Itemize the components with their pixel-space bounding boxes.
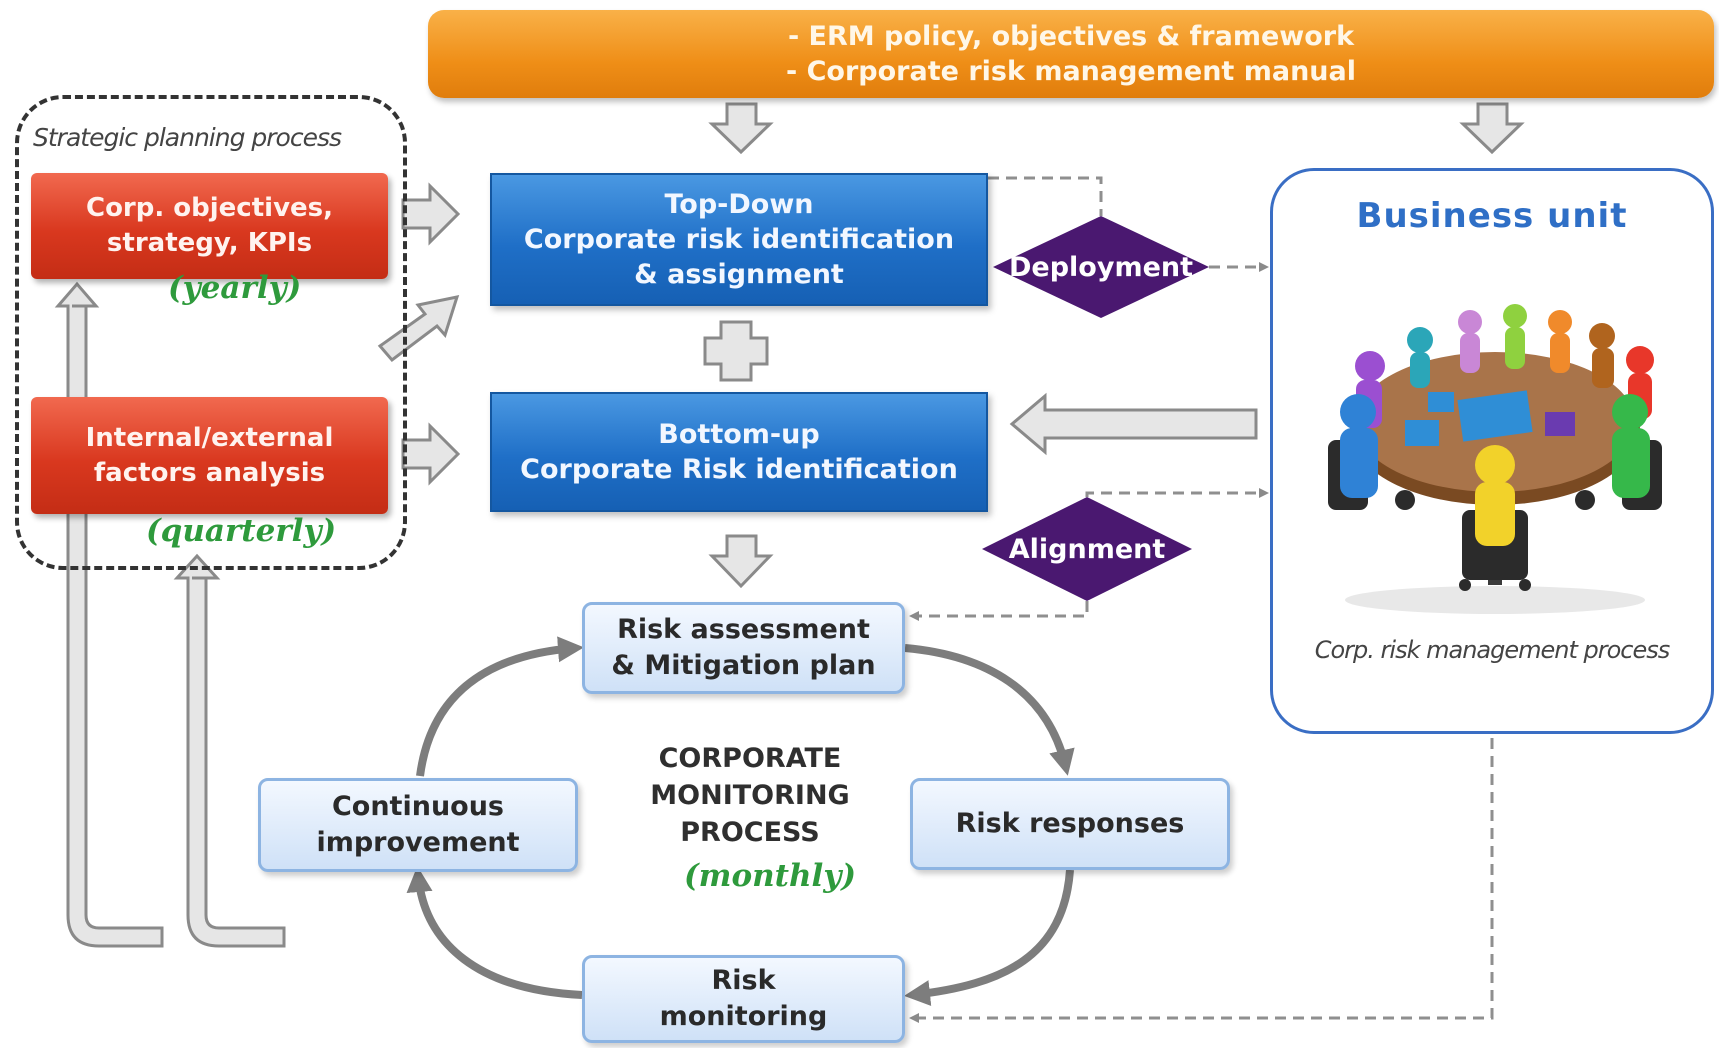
risk-responses-box: Risk responses (910, 778, 1230, 870)
plus-connector (703, 320, 769, 382)
alignment-diamond: Alignment (982, 527, 1192, 571)
business-unit-title: Business unit (1356, 196, 1628, 236)
deployment-diamond-shape (993, 216, 1209, 318)
alignment-to-assessment-dashed (909, 601, 1089, 621)
objectives-to-topdown-arrow (401, 182, 461, 246)
deployment-label: Deployment (1008, 251, 1194, 283)
business-unit-to-bottomup-arrow (1009, 392, 1258, 456)
risk-monitoring-line-1: Risk (711, 965, 776, 996)
risk-responses-line-1: Risk responses (955, 808, 1185, 839)
risk-assessment-line-2: & Mitigation plan (611, 650, 876, 681)
top-down-identification-box: Top-Down Corporate risk identification &… (490, 173, 988, 306)
corp-objectives-box: Corp. objectives, strategy, KPIs (31, 173, 388, 279)
cycle-arrow-responses-to-monitoring (904, 869, 1074, 1006)
alignment-diamond-shape (982, 497, 1192, 601)
monitoring-center-line-2: MONITORING (650, 780, 850, 811)
alignment-to-business-unit-dashed (1085, 488, 1269, 498)
alignment-label: Alignment (1008, 533, 1166, 565)
factors-analysis-line-1: Internal/external (85, 422, 334, 453)
bottomup-to-assessment-arrow (708, 534, 774, 589)
frequency-monthly: (monthly) (684, 858, 856, 894)
factors-to-topdown-diagonal-arrow (377, 295, 460, 363)
continuous-improvement-line-2: improvement (316, 827, 520, 858)
banner-to-business-unit-arrow (1459, 102, 1525, 155)
monitoring-center-line-3: PROCESS (680, 817, 820, 848)
top-down-line-2: Corporate risk identification (523, 224, 955, 255)
deployment-diamond: Deployment (993, 245, 1209, 289)
erm-policy-banner: - ERM policy, objectives & framework - C… (428, 10, 1714, 98)
risk-assessment-box: Risk assessment & Mitigation plan (582, 602, 905, 694)
banner-to-topdown-arrow (708, 102, 774, 155)
corporate-monitoring-process-label: CORPORATE MONITORING PROCESS (600, 740, 900, 851)
top-down-line-3: & assignment (634, 259, 844, 290)
risk-assessment-line-1: Risk assessment (617, 614, 870, 645)
cycle-arrow-improvement-to-assessment (416, 636, 584, 777)
corp-objectives-line-1: Corp. objectives, (85, 193, 333, 223)
top-down-line-1: Top-Down (664, 189, 814, 220)
factors-analysis-line-2: factors analysis (93, 457, 326, 488)
business-unit-caption: Corp. risk management process (1314, 636, 1671, 664)
banner-line-manual: - Corporate risk management manual (786, 56, 1356, 87)
continuous-improvement-box: Continuous improvement (258, 778, 578, 872)
corp-objectives-line-2: strategy, KPIs (106, 228, 313, 258)
bottom-up-identification-box: Bottom-up Corporate Risk identification (490, 392, 988, 512)
factors-to-bottomup-arrow (401, 422, 461, 486)
bottom-up-line-2: Corporate Risk identification (520, 454, 958, 485)
banner-line-policy: - ERM policy, objectives & framework (787, 21, 1355, 52)
strategic-planning-frame (15, 95, 407, 570)
risk-monitoring-box: Risk monitoring (582, 955, 905, 1043)
cycle-arrow-assessment-to-responses (904, 644, 1075, 776)
cycle-arrow-monitoring-to-improvement (406, 866, 583, 999)
monitoring-center-line-1: CORPORATE (658, 743, 842, 774)
factors-analysis-box: Internal/external factors analysis (31, 397, 388, 514)
topdown-to-deployment-dashed (988, 176, 1103, 216)
frequency-yearly: (yearly) (168, 270, 302, 306)
continuous-improvement-line-1: Continuous (331, 791, 505, 822)
bottom-up-line-1: Bottom-up (658, 419, 820, 450)
risk-monitoring-line-2: monitoring (659, 1001, 828, 1032)
strategic-planning-label: Strategic planning process (33, 123, 342, 152)
frequency-quarterly: (quarterly) (146, 513, 337, 549)
meeting-table-illustration (1328, 304, 1662, 614)
feedback-arrow-to-factors (173, 553, 286, 948)
business-unit-to-monitoring-dashed (909, 738, 1494, 1023)
